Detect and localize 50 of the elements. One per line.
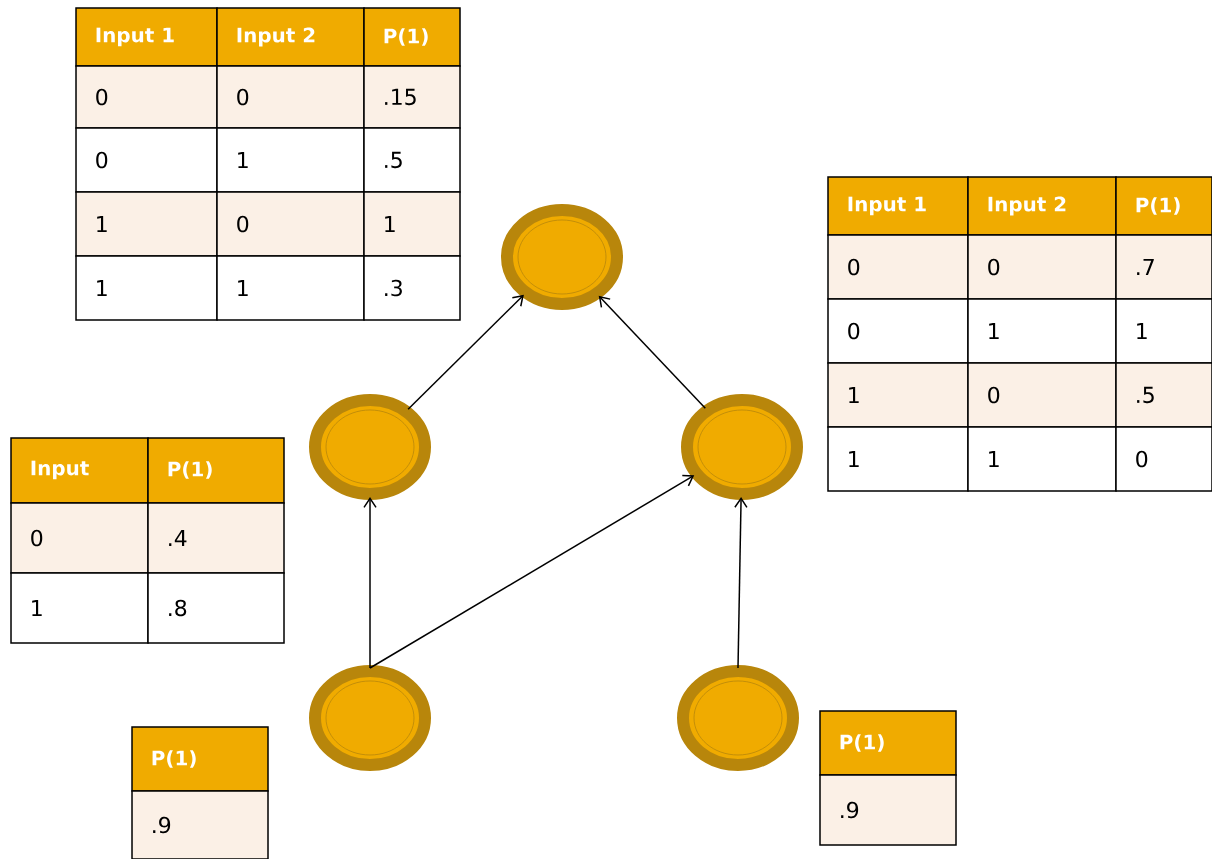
table-cell: 0	[75, 65, 218, 129]
circle-node	[501, 204, 623, 310]
arrow	[369, 474, 695, 669]
arrow	[598, 295, 707, 409]
table-cell: 0	[827, 298, 969, 364]
table-cell: 0	[967, 362, 1117, 428]
table-header-cell: Input 1	[75, 7, 218, 67]
table-header-cell: Input 1	[827, 176, 969, 236]
table-cell: 1	[363, 191, 461, 257]
circle-node	[309, 665, 431, 771]
table-header-cell: P(1)	[131, 726, 269, 792]
table-header-cell: Input 2	[216, 7, 365, 67]
arrow	[363, 497, 377, 669]
table-cell: 1	[827, 426, 969, 492]
table-header-cell: P(1)	[363, 7, 461, 67]
circle-node	[681, 394, 803, 500]
circle-node	[677, 665, 799, 771]
table-cell: 1	[1115, 298, 1212, 364]
table-header-cell: Input	[10, 437, 149, 504]
table-cell: .5	[363, 127, 461, 193]
table-cell: 0	[967, 234, 1117, 300]
table-cell: .8	[147, 572, 285, 644]
table-cell: 1	[967, 298, 1117, 364]
table-cell: 0	[75, 127, 218, 193]
table-cell: 0	[216, 191, 365, 257]
table-cell: .9	[819, 774, 957, 846]
table-cell: 1	[216, 127, 365, 193]
circle-node	[309, 394, 431, 500]
arrow	[407, 294, 524, 411]
table-header-cell: P(1)	[1115, 176, 1212, 236]
table-cell: .5	[1115, 362, 1212, 428]
table-cell: .4	[147, 502, 285, 574]
arrow	[734, 497, 748, 669]
table-cell: .9	[131, 790, 269, 859]
table-cell: 0	[10, 502, 149, 574]
table-header-cell: P(1)	[819, 710, 957, 776]
table-cell: 0	[1115, 426, 1212, 492]
table-header-cell: Input 2	[967, 176, 1117, 236]
table-cell: 1	[827, 362, 969, 428]
table-cell: .3	[363, 255, 461, 321]
table-cell: 1	[75, 255, 218, 321]
table-cell: 1	[10, 572, 149, 644]
table-cell: 1	[75, 191, 218, 257]
table-cell: .15	[363, 65, 461, 129]
table-cell: 1	[967, 426, 1117, 492]
table-cell: 1	[216, 255, 365, 321]
table-header-cell: P(1)	[147, 437, 285, 504]
table-cell: 0	[216, 65, 365, 129]
table-cell: .7	[1115, 234, 1212, 300]
table-cell: 0	[827, 234, 969, 300]
